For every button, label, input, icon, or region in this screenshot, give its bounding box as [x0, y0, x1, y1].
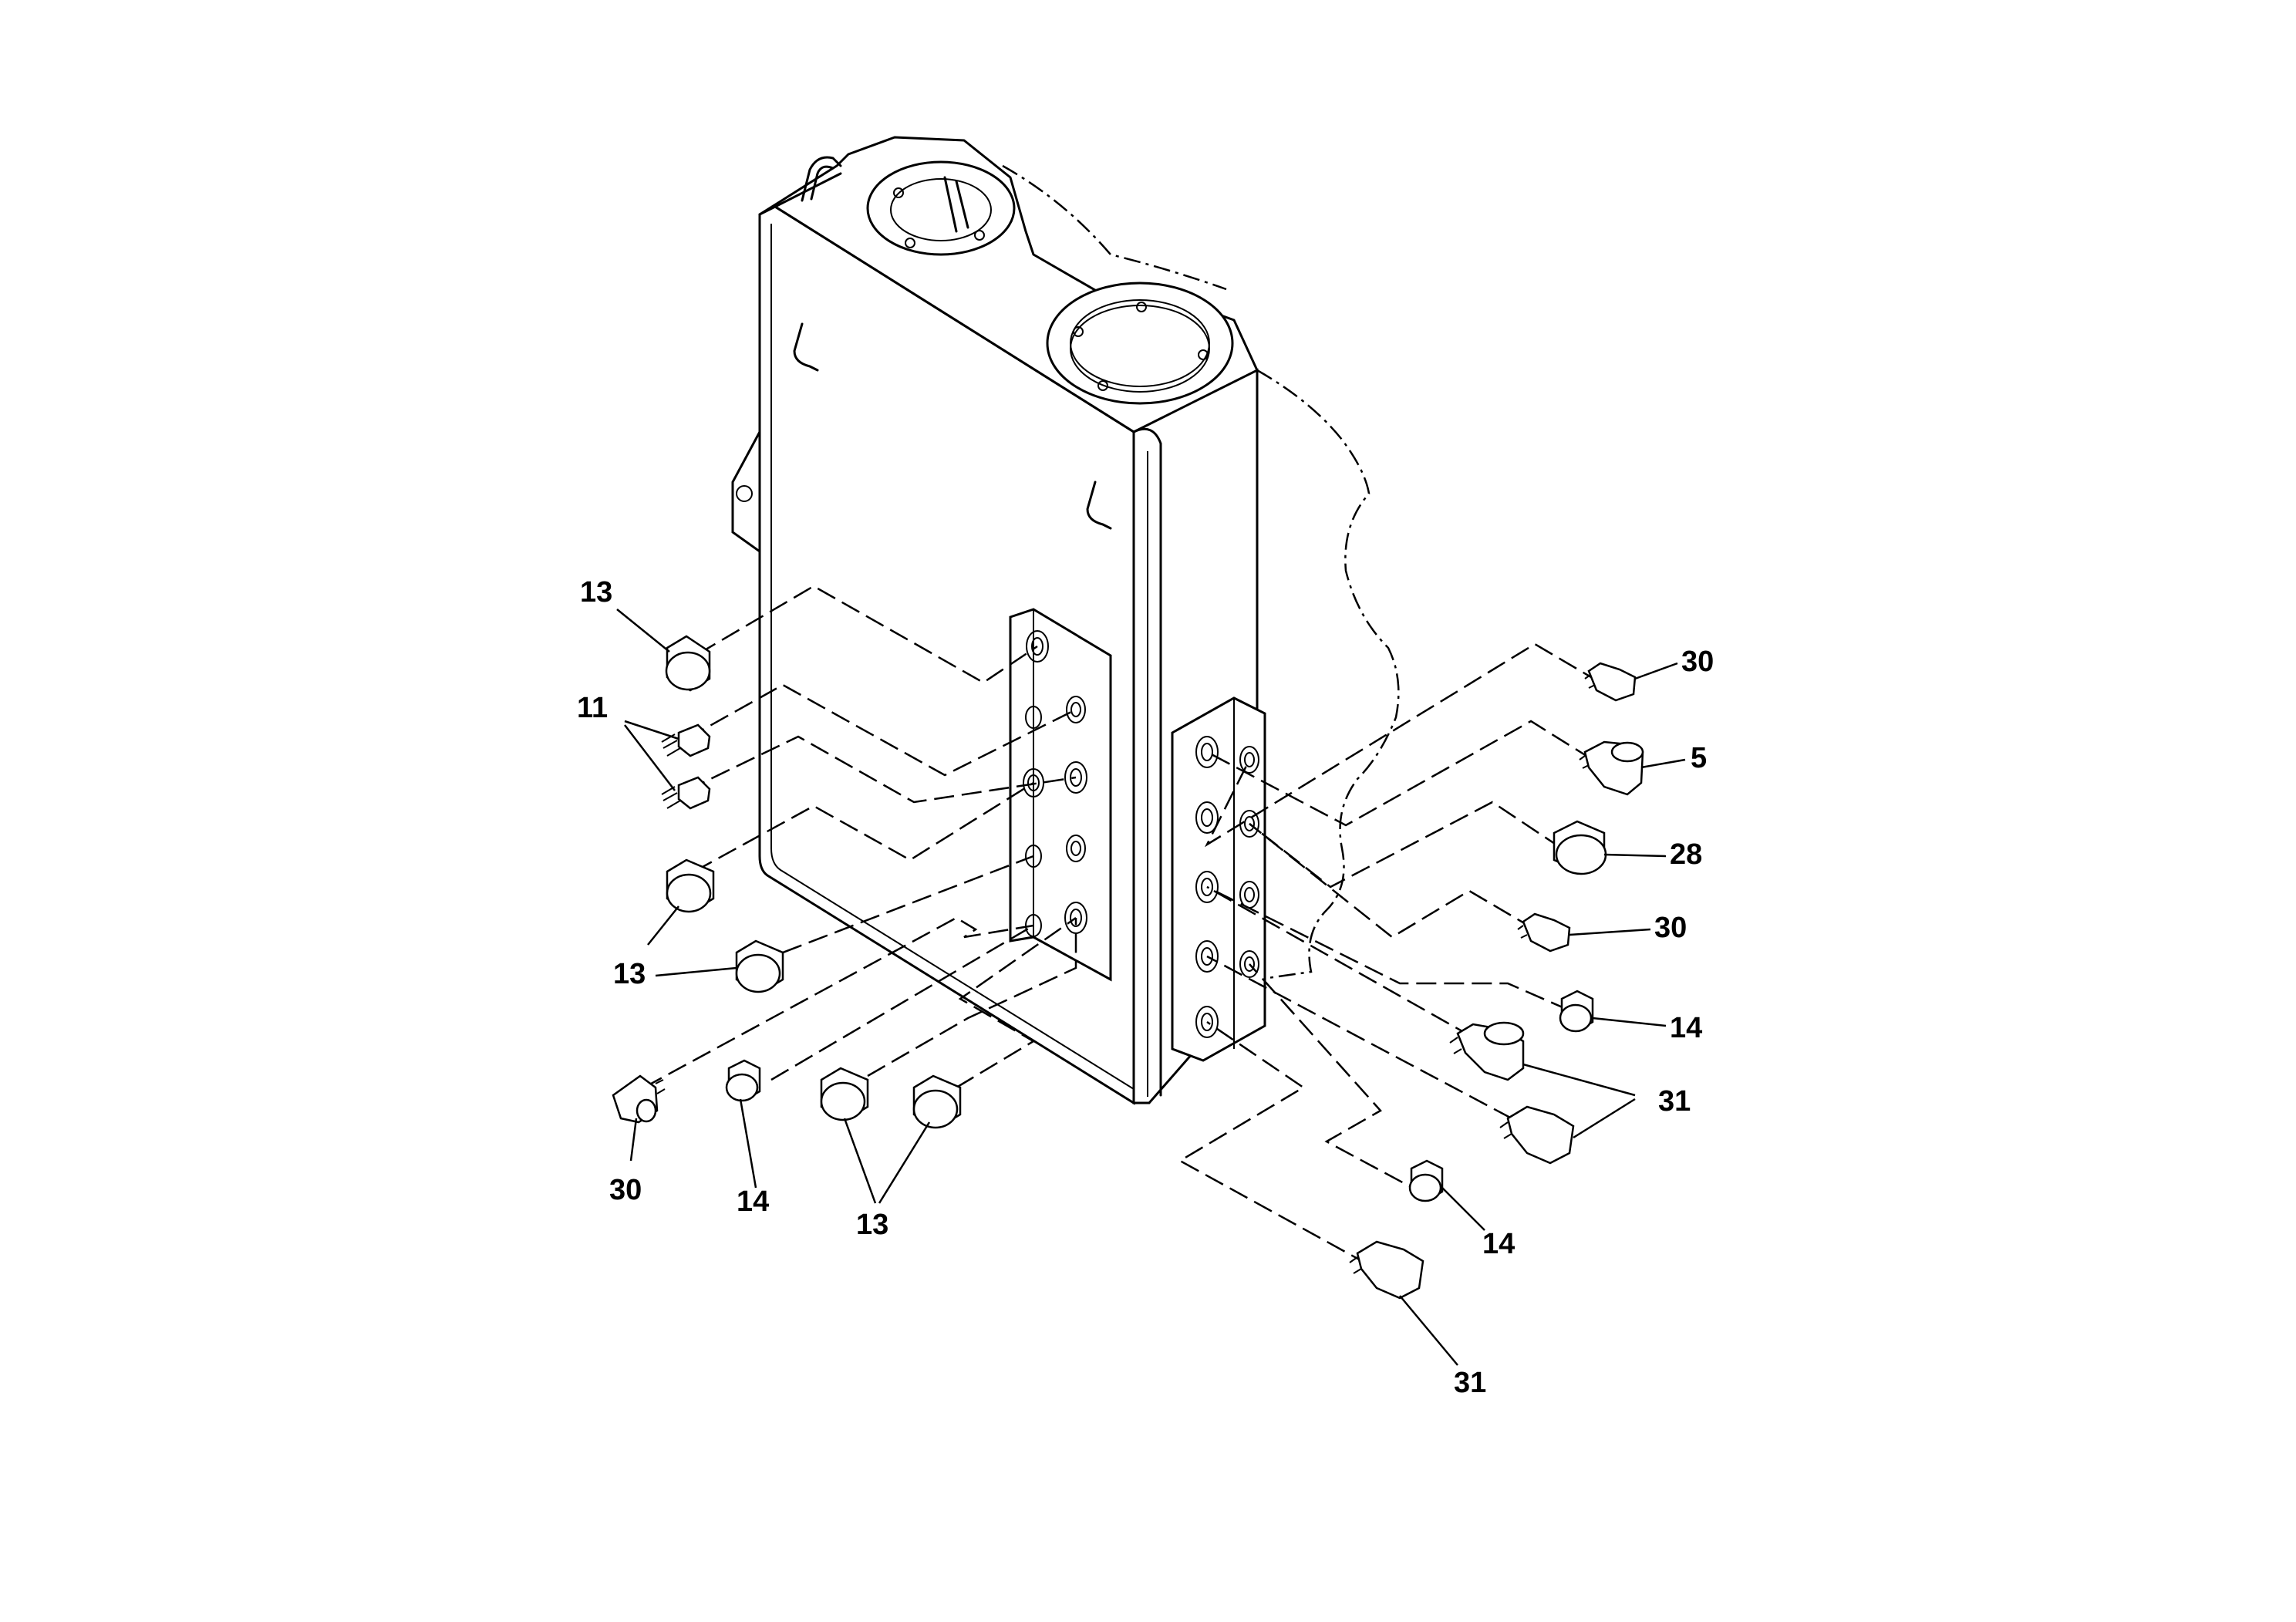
right-plate-ports [1195, 736, 1259, 1038]
callout-13: 13 [613, 958, 646, 990]
callout-28: 28 [1670, 838, 1702, 871]
fitting-parts [612, 635, 1644, 1300]
plug-13-b [666, 858, 715, 913]
callout-14: 14 [1482, 1228, 1515, 1260]
left-plate-ports [1023, 630, 1087, 937]
plug-13-c [735, 939, 784, 993]
plug-14-b [1559, 990, 1594, 1033]
callout-11: 11 [577, 692, 608, 724]
elbow-30-c [1517, 912, 1571, 953]
nipple-11-a [661, 723, 711, 757]
left-manifold-plate [1009, 608, 1112, 982]
plug-28 [1553, 820, 1607, 875]
elbow-5 [1579, 740, 1644, 796]
callout-30: 30 [1654, 912, 1687, 944]
callout-14: 14 [737, 1185, 769, 1218]
plug-14-a [725, 1059, 761, 1102]
elbow-31-c [1349, 1240, 1424, 1300]
elbow-31-b [1499, 1105, 1575, 1165]
plug-13-e [912, 1074, 962, 1129]
callout-5: 5 [1691, 742, 1707, 774]
callout-31: 31 [1658, 1085, 1691, 1118]
tank-body [731, 136, 1400, 1105]
callout-labels: 13 11 13 30 14 13 30 5 28 30 14 31 14 31 [577, 576, 1714, 1399]
leader-lines [616, 609, 1686, 1366]
elbow-30-b [1584, 662, 1637, 702]
assembly-centerlines [643, 585, 1601, 1266]
callout-13: 13 [580, 576, 612, 609]
plug-13-d [820, 1067, 869, 1121]
plug-13-a [665, 635, 711, 692]
callout-14: 14 [1670, 1012, 1702, 1044]
plug-14-c [1408, 1159, 1444, 1202]
callout-13: 13 [856, 1209, 888, 1241]
elbow-30-a [612, 1074, 666, 1124]
callout-30: 30 [609, 1174, 642, 1206]
elbow-31-a [1449, 1021, 1525, 1081]
callout-30: 30 [1681, 646, 1714, 678]
callout-31: 31 [1454, 1367, 1486, 1399]
right-manifold-plate [1171, 696, 1266, 1062]
nipple-11-b [661, 776, 711, 810]
